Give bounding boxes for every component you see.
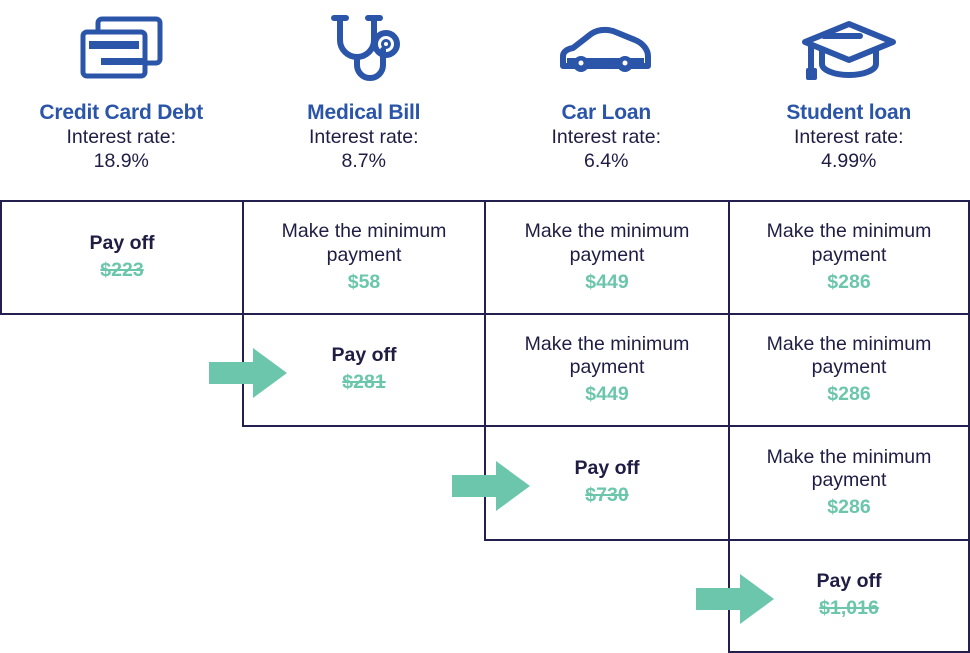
plan-cell-r3c2-empty	[242, 425, 486, 541]
plan-cell-r4c3-empty	[484, 539, 730, 653]
plan-cell-r4c2-empty	[242, 539, 486, 653]
cell-action: Make the minimum payment	[766, 220, 932, 266]
plan-cell-r4c4[interactable]: Pay off $1,016	[728, 539, 970, 653]
plan-cell-r4c1-empty	[0, 539, 244, 653]
plan-cell-r1c4[interactable]: Make the minimum payment $286	[728, 200, 970, 315]
interest-rate-label: Interest rate:	[794, 126, 904, 149]
cell-action: Make the minimum payment	[766, 332, 932, 379]
interest-rate-label: Interest rate:	[309, 126, 419, 149]
stethoscope-icon	[314, 0, 414, 100]
cell-action: Pay off	[574, 457, 640, 480]
cell-action: Pay off	[331, 344, 397, 367]
cell-amount: $58	[347, 270, 381, 293]
debt-header-credit-card-debt: Credit Card Debt Interest rate: 18.9%	[0, 0, 243, 200]
debt-header-row: Credit Card Debt Interest rate: 18.9%	[0, 0, 970, 200]
debt-header-student-loan: Student loan Interest rate: 4.99%	[728, 0, 970, 200]
plan-cell-r2c4[interactable]: Make the minimum payment $286	[728, 313, 970, 427]
plan-cell-r3c4[interactable]: Make the minimum payment $286	[728, 425, 970, 541]
cell-amount: $730	[585, 484, 629, 507]
cell-action: Make the minimum payment	[524, 332, 690, 379]
cell-action: Make the minimum payment	[766, 445, 932, 492]
interest-rate-value: 8.7%	[341, 149, 386, 172]
cell-action: Make the minimum payment	[281, 220, 447, 266]
plan-cell-r2c2[interactable]: Pay off $281	[242, 313, 486, 427]
plan-cell-r3c1-empty	[0, 425, 244, 541]
plan-cell-r2c3[interactable]: Make the minimum payment $449	[484, 313, 730, 427]
car-icon	[551, 0, 661, 100]
interest-rate-label: Interest rate:	[551, 126, 661, 149]
interest-rate-value: 18.9%	[93, 149, 149, 172]
graduation-cap-icon	[794, 0, 904, 100]
plan-cell-r1c2[interactable]: Make the minimum payment $58	[242, 200, 486, 315]
debt-name: Medical Bill	[307, 101, 421, 124]
cell-action: Pay off	[816, 570, 882, 593]
plan-cell-r2c1-empty	[0, 313, 244, 427]
cell-action: Pay off	[89, 231, 155, 254]
cell-action: Make the minimum payment	[524, 220, 690, 266]
debt-header-car-loan: Car Loan Interest rate: 6.4%	[485, 0, 728, 200]
cell-amount: $286	[827, 270, 871, 293]
cell-amount: $286	[827, 496, 871, 519]
debt-name: Credit Card Debt	[39, 101, 204, 124]
cell-amount: $449	[585, 383, 629, 406]
credit-cards-icon	[71, 0, 171, 100]
payment-plan-grid: Pay off $223 Make the minimum payment $5…	[0, 200, 970, 653]
cell-amount: $223	[100, 258, 144, 281]
cell-amount: $1,016	[819, 597, 879, 620]
plan-cell-r1c1[interactable]: Pay off $223	[0, 200, 244, 315]
plan-cell-r1c3[interactable]: Make the minimum payment $449	[484, 200, 730, 315]
debt-name: Student loan	[786, 101, 912, 124]
debt-header-medical-bill: Medical Bill Interest rate: 8.7%	[243, 0, 486, 200]
cell-amount: $281	[342, 371, 386, 394]
interest-rate-value: 4.99%	[821, 149, 877, 172]
debt-name: Car Loan	[561, 101, 652, 124]
cell-amount: $449	[585, 270, 629, 293]
interest-rate-label: Interest rate:	[66, 126, 176, 149]
cell-amount: $286	[827, 383, 871, 406]
plan-cell-r3c3[interactable]: Pay off $730	[484, 425, 730, 541]
interest-rate-value: 6.4%	[584, 149, 629, 172]
